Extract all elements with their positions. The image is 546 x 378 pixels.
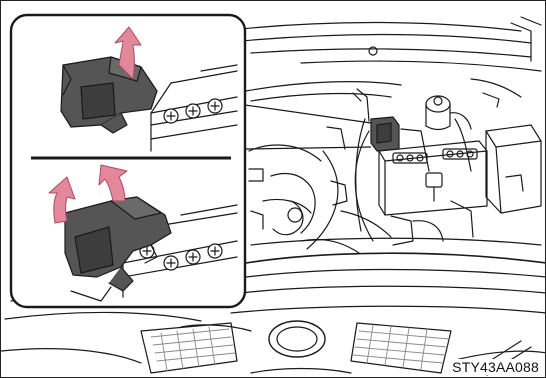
- emblem: [269, 321, 325, 357]
- bay-terminal-cover: [371, 117, 399, 151]
- figure-code: STY43AA088: [450, 359, 541, 375]
- callout-leader: [245, 105, 371, 149]
- grille-right: [351, 323, 451, 373]
- grille-left: [141, 323, 237, 373]
- engine-bay-battery: [379, 141, 487, 215]
